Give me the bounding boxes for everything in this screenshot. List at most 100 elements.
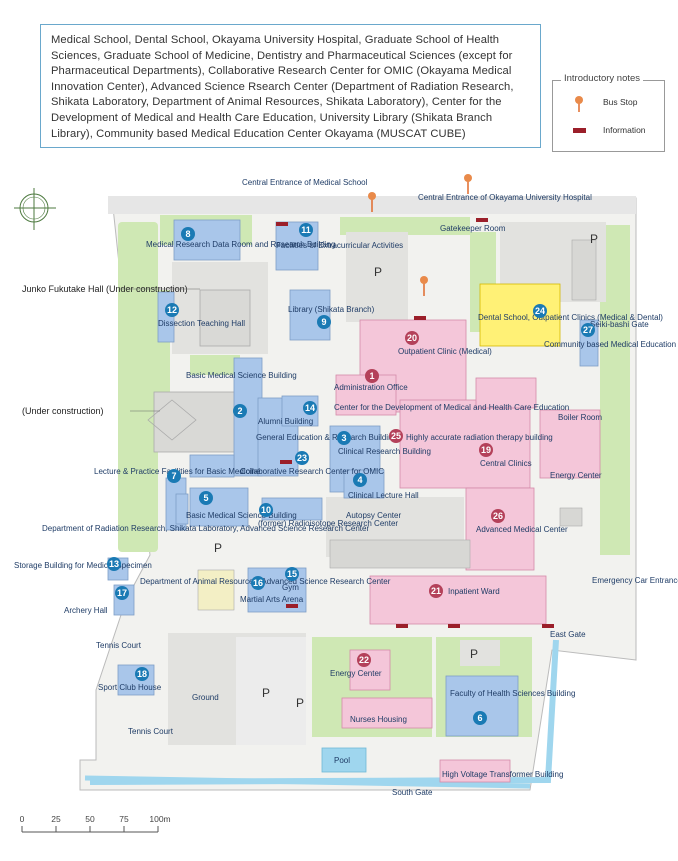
building-label-20: Outpatient Clinic (Medical) [398,347,492,356]
svg-text:16: 16 [253,578,263,588]
building-label-27: Community based Medical Education Center… [544,340,678,349]
bus-stop-icon [575,96,583,112]
label-ground: Ground [192,693,219,702]
marker-25: 25 [389,429,403,443]
building-label-10: (former) Radioisotope Research Center [258,519,398,528]
marker-19: 19 [479,443,493,457]
marker-10: 10 [259,503,273,517]
label-pool: Pool [334,756,350,765]
building-label-12: Dissection Teaching Hall [158,319,245,328]
legend-bus-stop: Bus Stop [573,95,638,115]
label-under-construction: (Under construction) [22,406,104,416]
gatekeeper-room: Gatekeeper Room [440,224,506,233]
marker-14: 14 [303,401,317,415]
gate-central-hospital: Central Entrance of Okayama University H… [418,193,592,202]
svg-text:9: 9 [321,317,326,327]
label-energy-center: Energy Center [550,471,602,480]
marker-18: 18 [135,667,149,681]
svg-text:21: 21 [431,586,441,596]
svg-text:5: 5 [203,493,208,503]
svg-text:17: 17 [117,588,127,598]
marker-24: 24 [533,304,547,318]
legend-information: Information [573,125,646,137]
marker-7: 7 [167,469,181,483]
marker-4: 4 [353,473,367,487]
gate-central-medical: Central Entrance of Medical School [242,178,368,187]
svg-text:14: 14 [305,403,315,413]
label-general-ed: General Education & Research Building [256,433,397,442]
label-high-voltage: High Voltage Transformer Building [442,770,563,779]
building-label-17: Archery Hall [64,606,108,615]
marker-2: 2 [233,404,247,418]
svg-text:3: 3 [341,433,346,443]
building-label-23: Collaborative Research Center for OMIC [240,467,384,476]
legend-information-label: Information [603,125,646,135]
marker-16: 16 [251,576,265,590]
marker-5: 5 [199,491,213,505]
parking-mark: P [262,686,270,700]
building-label-4: Clinical Lecture Hall [348,491,419,500]
building-label-15: Gym [282,583,299,592]
svg-text:22: 22 [359,655,369,665]
svg-text:20: 20 [407,333,417,343]
marker-20: 20 [405,331,419,345]
marker-22: 22 [357,653,371,667]
marker-26: 26 [491,509,505,523]
marker-8: 8 [181,227,195,241]
marker-12: 12 [165,303,179,317]
building-label-1: Administration Office [334,383,408,392]
legend: Introductory notes Bus Stop Information [552,73,665,152]
svg-text:19: 19 [481,445,491,455]
label-nurses: Nurses Housing [350,715,407,724]
marker-17: 17 [115,586,129,600]
marker-9: 9 [317,315,331,329]
marker-6: 6 [473,711,487,725]
label-autopsy: Autopsy Center [346,511,401,520]
building-label-22: Energy Center [330,669,382,678]
building-label-26: Advanced Medical Center [476,525,568,534]
building-label-21: Inpatient Ward [448,587,500,596]
building-label-25: Highly accurate radiation therapy buildi… [406,433,553,442]
compass-icon [14,188,56,230]
svg-text:4: 4 [357,475,362,485]
svg-text:1: 1 [369,371,374,381]
label-dept-radiation: Department of Radiation Research, Shikat… [42,524,369,533]
parking-mark: P [590,232,598,246]
svg-text:27: 27 [583,325,593,335]
pool-shape [321,747,367,773]
label-dept-animal: Department of Animal Resources, Advanced… [140,577,391,586]
gate-south: South Gate [392,788,433,797]
scale-tick: 75 [119,814,129,824]
svg-text:8: 8 [185,229,190,239]
parking-mark: P [296,696,304,710]
marker-11: 11 [299,223,313,237]
svg-text:7: 7 [171,471,176,481]
scale-tick: 100m [149,814,170,824]
building-label-9: Library (Shikata Branch) [288,305,375,314]
building-label-3: Clinical Research Building [338,447,431,456]
gate-east: East Gate [550,630,586,639]
building-label-14: Alumni Building [258,417,313,426]
parking-mark: P [214,541,222,555]
building-label-2: Basic Medical Science Building [186,371,297,380]
svg-text:15: 15 [287,569,297,579]
building-label-8: Medical Research Data Room and Research … [146,240,335,249]
marker-21: 21 [429,584,443,598]
marker-13: 13 [107,557,121,571]
building-label-16: Martial Arts Arena [240,595,304,604]
parking-mark: P [470,647,478,661]
information-icon [573,128,586,133]
gate-emergency: Emergency Car Entrance [592,576,678,585]
marker-1: 1 [365,369,379,383]
svg-text:2: 2 [237,406,242,416]
svg-text:25: 25 [391,431,401,441]
marker-3: 3 [337,431,351,445]
scale-tick: 50 [85,814,95,824]
building-label-18: Sport Club House [98,683,162,692]
building-label-11: Facilities of Extracurricular Activities [276,241,403,250]
label-tennis-court: Tennis Court [96,641,142,650]
campus-description: Medical School, Dental School, Okayama U… [40,24,541,148]
marker-23: 23 [295,451,309,465]
svg-text:12: 12 [167,305,177,315]
